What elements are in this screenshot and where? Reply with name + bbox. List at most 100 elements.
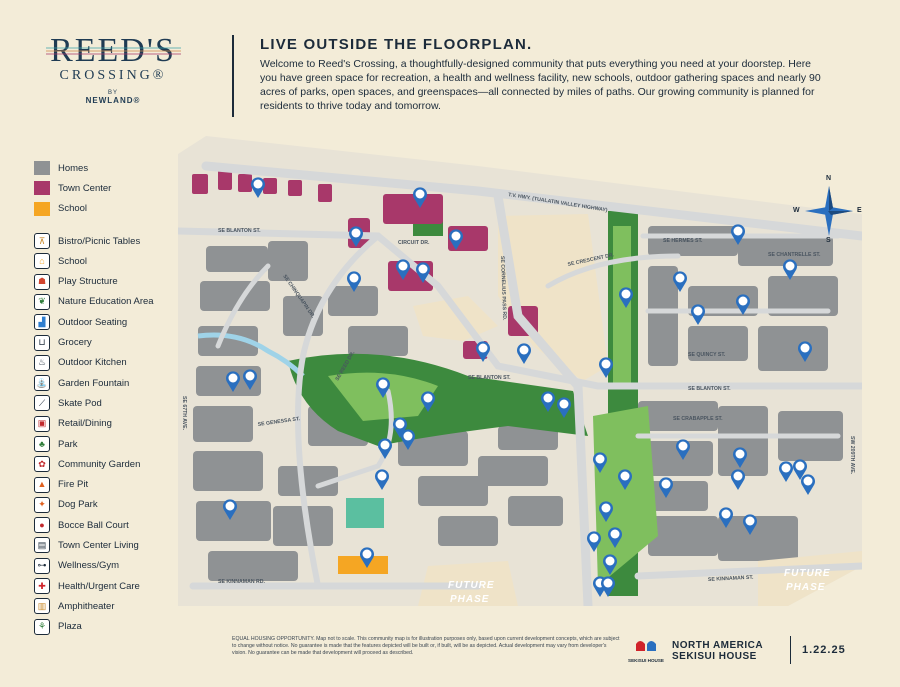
building-icon: ▤ — [34, 537, 50, 554]
map-pin-icon[interactable] — [691, 304, 705, 325]
brand-subtitle: CROSSING® — [59, 68, 167, 83]
brand-name: REED'S — [50, 32, 176, 69]
legend-amenity-row: ♣Park — [34, 434, 204, 454]
compass-east: E — [857, 207, 862, 214]
legend-swatch — [34, 201, 50, 216]
map-pin-icon[interactable] — [793, 459, 808, 480]
map-pin-icon[interactable] — [673, 271, 687, 292]
street-label-kinnaman-e: SE KINNAMAN ST. — [708, 575, 754, 583]
developer-name: NEWLAND® — [85, 96, 141, 105]
legend-amenity-row: ▲Fire Pit — [34, 474, 204, 494]
map-pin-icon[interactable] — [599, 501, 613, 522]
street-label-chantrelle: SE CHANTRELLE ST. — [768, 252, 821, 258]
partner-line2: SEKISUI HOUSE — [672, 651, 757, 662]
map-pin-icon[interactable] — [401, 429, 415, 450]
map-pin-icon[interactable] — [243, 369, 257, 390]
legend-label: Garden Fountain — [58, 377, 130, 389]
map-pin-icon[interactable] — [731, 469, 745, 490]
legend-amenity-row: ♨Outdoor Kitchen — [34, 353, 204, 373]
map-pin-icon[interactable] — [659, 477, 674, 498]
footer-divider — [790, 636, 791, 664]
compass-rose: N S W E — [793, 175, 862, 244]
play-structure-icon: ☗ — [34, 273, 50, 290]
legend-label: Plaza — [58, 621, 82, 633]
street-label-hermes: SE HERMES ST. — [663, 238, 703, 244]
grill-icon: ♨ — [34, 354, 50, 371]
legend-label: Grocery — [58, 337, 92, 349]
map-pin-icon[interactable] — [347, 271, 361, 292]
map-pin-icon[interactable] — [783, 259, 798, 280]
future-phase-east-line1: FUTURE — [784, 568, 831, 579]
map-pin-icon[interactable] — [251, 177, 265, 198]
legend-amenity-row: ⚘ Plaza — [34, 617, 204, 637]
brand-logo: REED'S CROSSING® BY NEWLAND® — [38, 34, 188, 105]
map-pin-icon[interactable] — [719, 507, 733, 528]
map-pin-icon[interactable] — [608, 527, 622, 548]
map-pin-icon[interactable] — [476, 341, 490, 362]
street-label-kinnaman-w: SE KINNAMAN RD. — [218, 579, 266, 585]
map-pin-icon[interactable] — [223, 499, 237, 520]
legend-amenity-row: ▤Town Center Living — [34, 535, 204, 555]
map-date: 1.22.25 — [802, 644, 846, 656]
bocce-icon: ● — [34, 517, 50, 534]
map-pin-icon[interactable] — [599, 357, 613, 378]
map-pin-icon[interactable] — [541, 391, 555, 412]
leaf-icon: ❦ — [34, 293, 50, 310]
sekisui-house-mark-icon — [636, 641, 656, 651]
legend-amenity-row: ✦Dog Park — [34, 495, 204, 515]
map-pin-icon[interactable] — [349, 226, 363, 247]
map-pin-icon[interactable] — [416, 262, 430, 283]
map-pin-icon[interactable] — [736, 294, 750, 315]
dumbbell-icon: ⊶ — [34, 557, 50, 574]
street-label-cornelius-pass: SE CORNELIUS PASS RD. — [499, 256, 507, 321]
legend-label: Skate Pod — [58, 397, 102, 409]
legend-swatch — [34, 181, 50, 196]
map-pin-icon[interactable] — [731, 224, 745, 245]
map-pin-icon[interactable] — [618, 469, 632, 490]
legend-zone-row: Town Center — [34, 178, 204, 198]
cart-icon: ⊔ — [34, 334, 50, 351]
map-pin-icon[interactable] — [393, 417, 407, 438]
map-pin-icon[interactable] — [676, 439, 691, 460]
map-pin-icon[interactable] — [517, 343, 531, 364]
plaza-icon: ⚘ — [34, 618, 50, 635]
map-pin-icon[interactable] — [743, 514, 757, 535]
map-pin-icon[interactable] — [421, 391, 435, 412]
compass-south: S — [826, 237, 831, 244]
legend-amenity-row: ✚Health/Urgent Care — [34, 576, 204, 596]
map-pin-icon[interactable] — [376, 377, 390, 398]
street-label-genessa: SE GENESSA ST. — [257, 416, 300, 428]
legend-amenities: ⊼Bistro/Picnic Tables⌂School☗Play Struct… — [34, 231, 204, 637]
legend-amenity-row: ▟Outdoor Seating — [34, 312, 204, 332]
map-pin-icon[interactable] — [619, 287, 633, 308]
map-pin-icon[interactable] — [733, 447, 747, 468]
map-pin-icon[interactable] — [603, 554, 617, 575]
map-pin-icon[interactable] — [375, 469, 389, 490]
map-pin-icon[interactable] — [798, 341, 812, 362]
street-label-circuit: CIRCUIT DR. — [398, 240, 430, 246]
page-headline: LIVE OUTSIDE THE FLOORPLAN. — [260, 36, 533, 53]
garden-icon: ✿ — [34, 456, 50, 473]
legend-amenity-row: ▥Amphitheater — [34, 596, 204, 616]
legend-label: Community Garden — [58, 458, 141, 470]
map-pin-icon[interactable] — [587, 531, 601, 552]
map-pin-icon[interactable] — [800, 474, 816, 495]
map-pin-icon[interactable] — [226, 371, 240, 392]
intro-paragraph: Welcome to Reed's Crossing, a thoughtful… — [260, 58, 821, 112]
picnic-table-icon: ⊼ — [34, 233, 50, 250]
map-pin-icon[interactable] — [396, 259, 410, 280]
legend-label: Fire Pit — [58, 479, 89, 491]
legend-zone-row: Homes — [34, 158, 204, 178]
map-pin-icon[interactable] — [449, 229, 463, 250]
community-map[interactable]: T.V. HWY. (TUALATIN VALLEY HIGHWAY)SE BL… — [178, 136, 862, 606]
map-pin-icon[interactable] — [601, 576, 615, 597]
map-pin-icon[interactable] — [557, 397, 571, 418]
map-pin-icon[interactable] — [413, 187, 427, 208]
legend-amenity-row: ❦Nature Education Area — [34, 292, 204, 312]
map-pin-icon[interactable] — [779, 461, 794, 482]
map-pin-icon[interactable] — [360, 547, 374, 568]
map-pin-icon[interactable] — [378, 438, 392, 459]
street-label-blanton-w: SE BLANTON ST. — [218, 228, 261, 234]
map-pin-icon[interactable] — [593, 452, 607, 473]
